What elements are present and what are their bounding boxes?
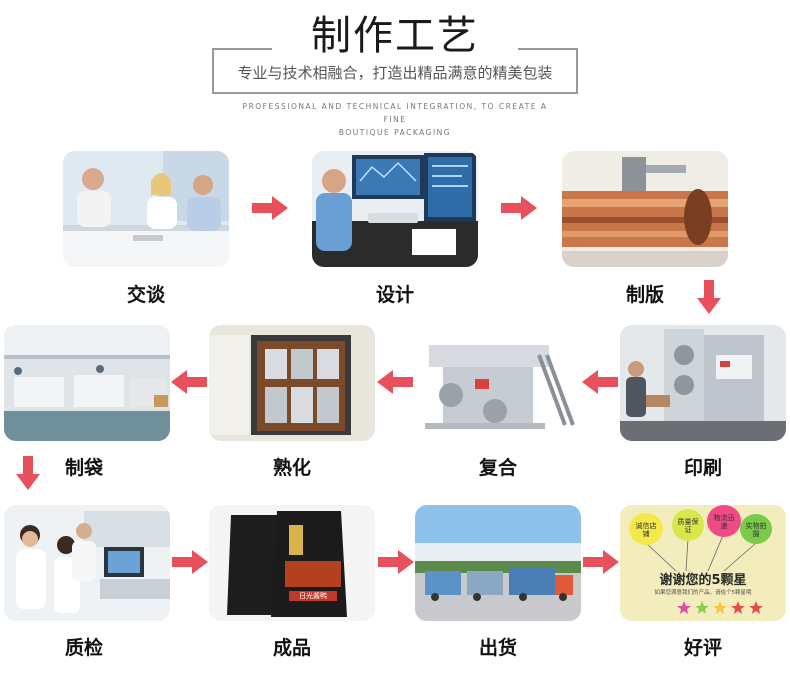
arrow-right-icon [172, 550, 208, 574]
step-label-product: 成品 [272, 637, 311, 659]
star-icon [731, 601, 745, 614]
balloon-label-2: 质量保证 [677, 518, 699, 534]
arrow-down-icon [697, 280, 721, 314]
review-note-text: 如果您满意我们的产品，请给个5颗星哦 [654, 590, 752, 596]
arrow-right-icon [583, 550, 619, 574]
step-label-inspection: 质检 [64, 637, 103, 659]
step-plate-photo [562, 151, 728, 267]
step-label-design: 设计 [375, 284, 414, 306]
step-laminate-photo [415, 325, 581, 441]
step-product-photo: 日光酱鸭 [209, 505, 375, 621]
step-label-laminate: 复合 [478, 457, 517, 479]
frame-top-right [518, 48, 578, 50]
factory-floor-illustration [4, 325, 170, 441]
frame-bottom [212, 92, 578, 94]
truck-fleet-illustration [415, 505, 581, 621]
frame-right [576, 48, 578, 94]
star-icon [749, 601, 763, 614]
arrow-left-icon [582, 370, 618, 394]
page-subtitle: 专业与技术相融合，打造出精品满意的精美包装 [237, 64, 553, 82]
step-printing-photo [620, 325, 786, 441]
frame-left [212, 48, 214, 94]
step-bagmaking-photo [4, 325, 170, 441]
page-title: 制作工艺 [311, 13, 479, 59]
arrow-left-icon [377, 370, 413, 394]
step-design-photo [312, 151, 478, 267]
balloon-label-3: 物流迅速 [713, 514, 735, 530]
arrow-down-icon [16, 456, 40, 490]
step-label-review: 好评 [683, 637, 722, 659]
laminating-machine-illustration [415, 325, 581, 441]
balloon-label-1: 诚信店铺 [635, 522, 657, 538]
design-illustration [312, 151, 478, 267]
star-icon [713, 601, 727, 614]
frame-top-left [212, 48, 272, 50]
english-tagline-line1: PROFESSIONAL AND TECHNICAL INTEGRATION, … [242, 102, 548, 124]
step-label-curing: 熟化 [272, 457, 311, 479]
english-tagline-line2: BOUTIQUE PACKAGING [338, 128, 452, 137]
step-review-photo: 诚信店铺 质量保证 物流迅速 实物拍摄 谢谢您的5颗星 如果您满意我们的产品，请… [620, 505, 786, 621]
inspection-lab-illustration [4, 505, 170, 621]
step-inspection-photo [4, 505, 170, 621]
step-talk-photo [63, 151, 229, 267]
step-label-printing: 印刷 [683, 457, 722, 479]
step-shipping-photo [415, 505, 581, 621]
arrow-right-icon [378, 550, 414, 574]
english-tagline: PROFESSIONAL AND TECHNICAL INTEGRATION, … [230, 100, 560, 139]
star-icon [695, 601, 709, 614]
step-label-talk: 交谈 [126, 284, 165, 306]
review-thanks-text: 谢谢您的5颗星 [659, 573, 747, 588]
arrow-right-icon [501, 196, 537, 220]
star-icon [677, 601, 691, 614]
step-curing-photo [209, 325, 375, 441]
arrow-right-icon [252, 196, 288, 220]
review-balloons-illustration [620, 505, 786, 621]
header: 制作工艺 专业与技术相融合，打造出精品满意的精美包装 PROFESSIONAL … [0, 0, 790, 137]
product-bag-illustration [209, 505, 375, 621]
arrow-left-icon [171, 370, 207, 394]
product-package-text: 日光酱鸭 [299, 592, 327, 600]
step-label-bagmaking: 制袋 [64, 457, 103, 479]
plate-roller-illustration [562, 151, 728, 267]
step-label-shipping: 出货 [478, 637, 517, 659]
step-label-plate: 制版 [625, 284, 664, 306]
meeting-illustration [63, 151, 229, 267]
curing-room-illustration [209, 325, 375, 441]
balloon-label-4: 实物拍摄 [745, 522, 767, 538]
printing-machine-illustration [620, 325, 786, 441]
